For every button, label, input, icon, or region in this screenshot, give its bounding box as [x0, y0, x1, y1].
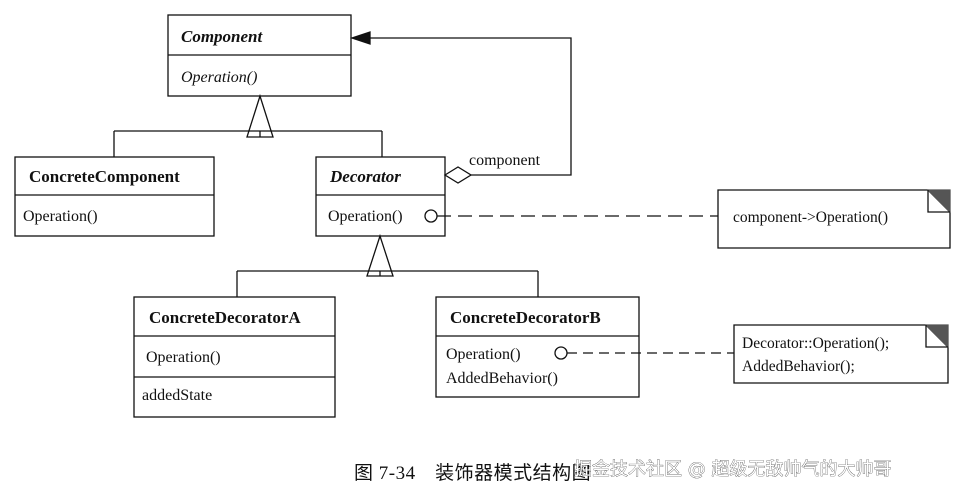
- figure-caption: 图 7-34 装饰器模式结构图: [354, 462, 591, 484]
- class-concrete-component: [14, 156, 215, 237]
- concrete-decorator-b-operation: Operation(): [446, 346, 521, 363]
- inheritance-to-decorator: [236, 233, 539, 297]
- note-decorator-text: component->Operation(): [733, 209, 888, 226]
- component-operation: Operation(): [181, 69, 257, 86]
- inheritance-to-component: [113, 93, 383, 157]
- note-decorator-b-line-2: AddedBehavior();: [742, 358, 855, 375]
- class-component: [167, 14, 352, 97]
- concrete-decorator-a-operation: Operation(): [146, 349, 221, 366]
- note-decorator-b-line-1: Decorator::Operation();: [742, 335, 889, 352]
- concrete-decorator-b-added-behavior: AddedBehavior(): [446, 370, 558, 387]
- decorator-class-name: Decorator: [329, 167, 401, 186]
- decorator-operation: Operation(): [328, 208, 403, 225]
- class-concrete-decorator-a: [133, 296, 336, 418]
- concrete-decorator-a-attribute: addedState: [142, 387, 212, 404]
- note-decorator-operation: [717, 189, 951, 249]
- aggregation-component: [349, 31, 572, 184]
- concrete-component-operation: Operation(): [23, 208, 98, 225]
- class-decorator: [315, 156, 446, 237]
- association-label: component: [469, 152, 541, 169]
- note-connector-decorator: [424, 209, 718, 223]
- note-connector-decorator-b: [554, 346, 734, 360]
- watermark: 掘金技术社区 @ 超级无敌帅气的大帅哥: [574, 459, 891, 480]
- concrete-component-class-name: ConcreteComponent: [29, 167, 180, 186]
- component-class-name: Component: [181, 27, 264, 46]
- concrete-decorator-a-class-name: ConcreteDecoratorA: [149, 308, 301, 327]
- concrete-decorator-b-class-name: ConcreteDecoratorB: [450, 308, 601, 327]
- note-decorator-b-operation: [733, 324, 949, 384]
